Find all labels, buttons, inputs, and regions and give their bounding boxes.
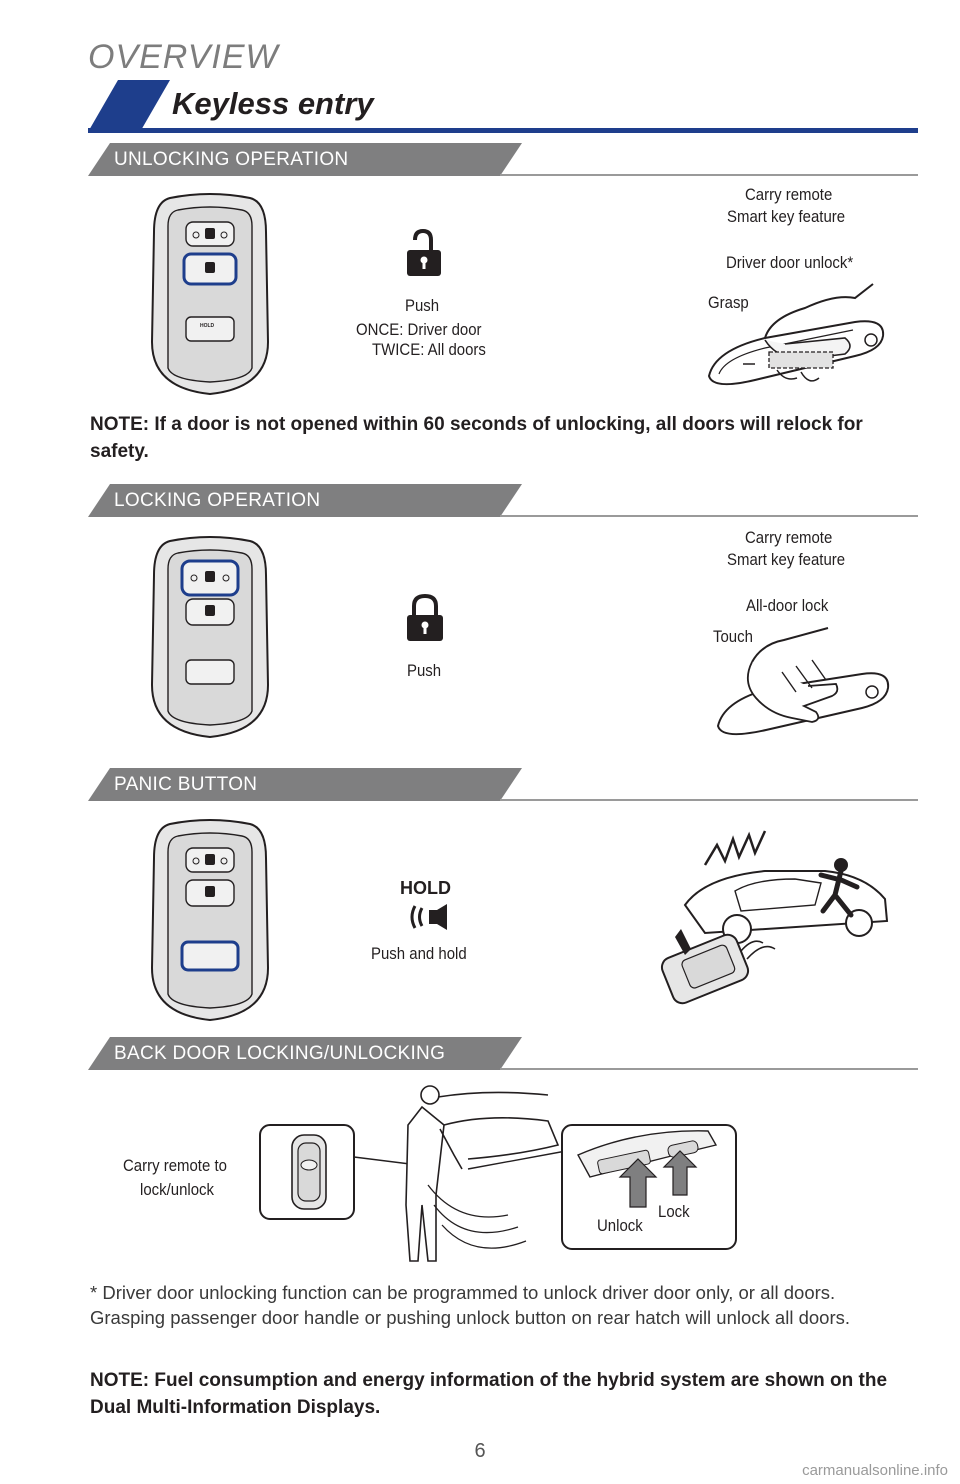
unlock-once-label: ONCE: Driver door xyxy=(356,320,482,339)
door-handle-grasp-illustration xyxy=(707,283,885,386)
title-bar xyxy=(88,80,918,133)
section-bar-unlocking xyxy=(88,143,918,176)
door-handle-touch-illustration xyxy=(716,627,890,736)
smart-key-remote-unlock: HOLD xyxy=(150,193,270,396)
hold-label: HOLD xyxy=(400,878,451,898)
unlock-note: NOTE: If a door is not opened within 60 … xyxy=(90,414,863,462)
page-number: 6 xyxy=(474,1440,486,1462)
section-bar-back-door xyxy=(88,1037,918,1070)
bottom-note: NOTE: Fuel consumption and energy inform… xyxy=(90,1370,888,1418)
unlock-carry-remote: Carry remote xyxy=(745,185,833,204)
unlock-twice-label: TWICE: All doors xyxy=(372,340,486,359)
unlock-arrow-label: Unlock xyxy=(597,1216,643,1235)
driver-door-unlock-label: Driver door unlock* xyxy=(726,253,854,272)
lock-arrow-label: Lock xyxy=(658,1202,690,1221)
section-heading-unlocking: UNLOCKING OPERATION xyxy=(114,149,349,170)
section-heading-locking: LOCKING OPERATION xyxy=(114,490,321,511)
section-bar-panic xyxy=(88,768,918,801)
key-hold-label: HOLD xyxy=(200,323,215,329)
smart-key-remote-panic xyxy=(150,819,270,1022)
section-heading-panic: PANIC BUTTON xyxy=(114,774,258,795)
lock-push-label: Push xyxy=(407,661,442,680)
unlock-smart-key-feature: Smart key feature xyxy=(727,207,846,226)
lock-smart-key-feature: Smart key feature xyxy=(727,550,846,569)
back-lock-unlock: lock/unlock xyxy=(140,1180,215,1199)
footnote: * Driver door unlocking function can be … xyxy=(90,1282,850,1328)
all-door-lock-label: All-door lock xyxy=(746,596,829,615)
touch-label: Touch xyxy=(713,627,753,646)
unlock-icon xyxy=(407,228,441,276)
section-label: OVERVIEW xyxy=(88,38,279,76)
page-title: Keyless entry xyxy=(172,86,374,121)
grasp-label: Grasp xyxy=(708,293,749,312)
lock-icon xyxy=(407,593,443,641)
unlock-push-label: Push xyxy=(405,296,440,315)
section-heading-back-door: BACK DOOR LOCKING/UNLOCKING xyxy=(114,1043,446,1064)
alarm-icon xyxy=(410,904,447,930)
lock-carry-remote: Carry remote xyxy=(745,528,833,547)
watermark: carmanualsonline.info xyxy=(802,1462,948,1479)
push-and-hold-label: Push and hold xyxy=(371,944,467,963)
back-carry-remote: Carry remote to xyxy=(123,1156,227,1175)
smart-key-remote-lock xyxy=(150,536,270,739)
panic-car-illustration xyxy=(660,830,889,1005)
section-bar-locking xyxy=(88,484,918,517)
back-door-illustration xyxy=(259,1085,737,1262)
